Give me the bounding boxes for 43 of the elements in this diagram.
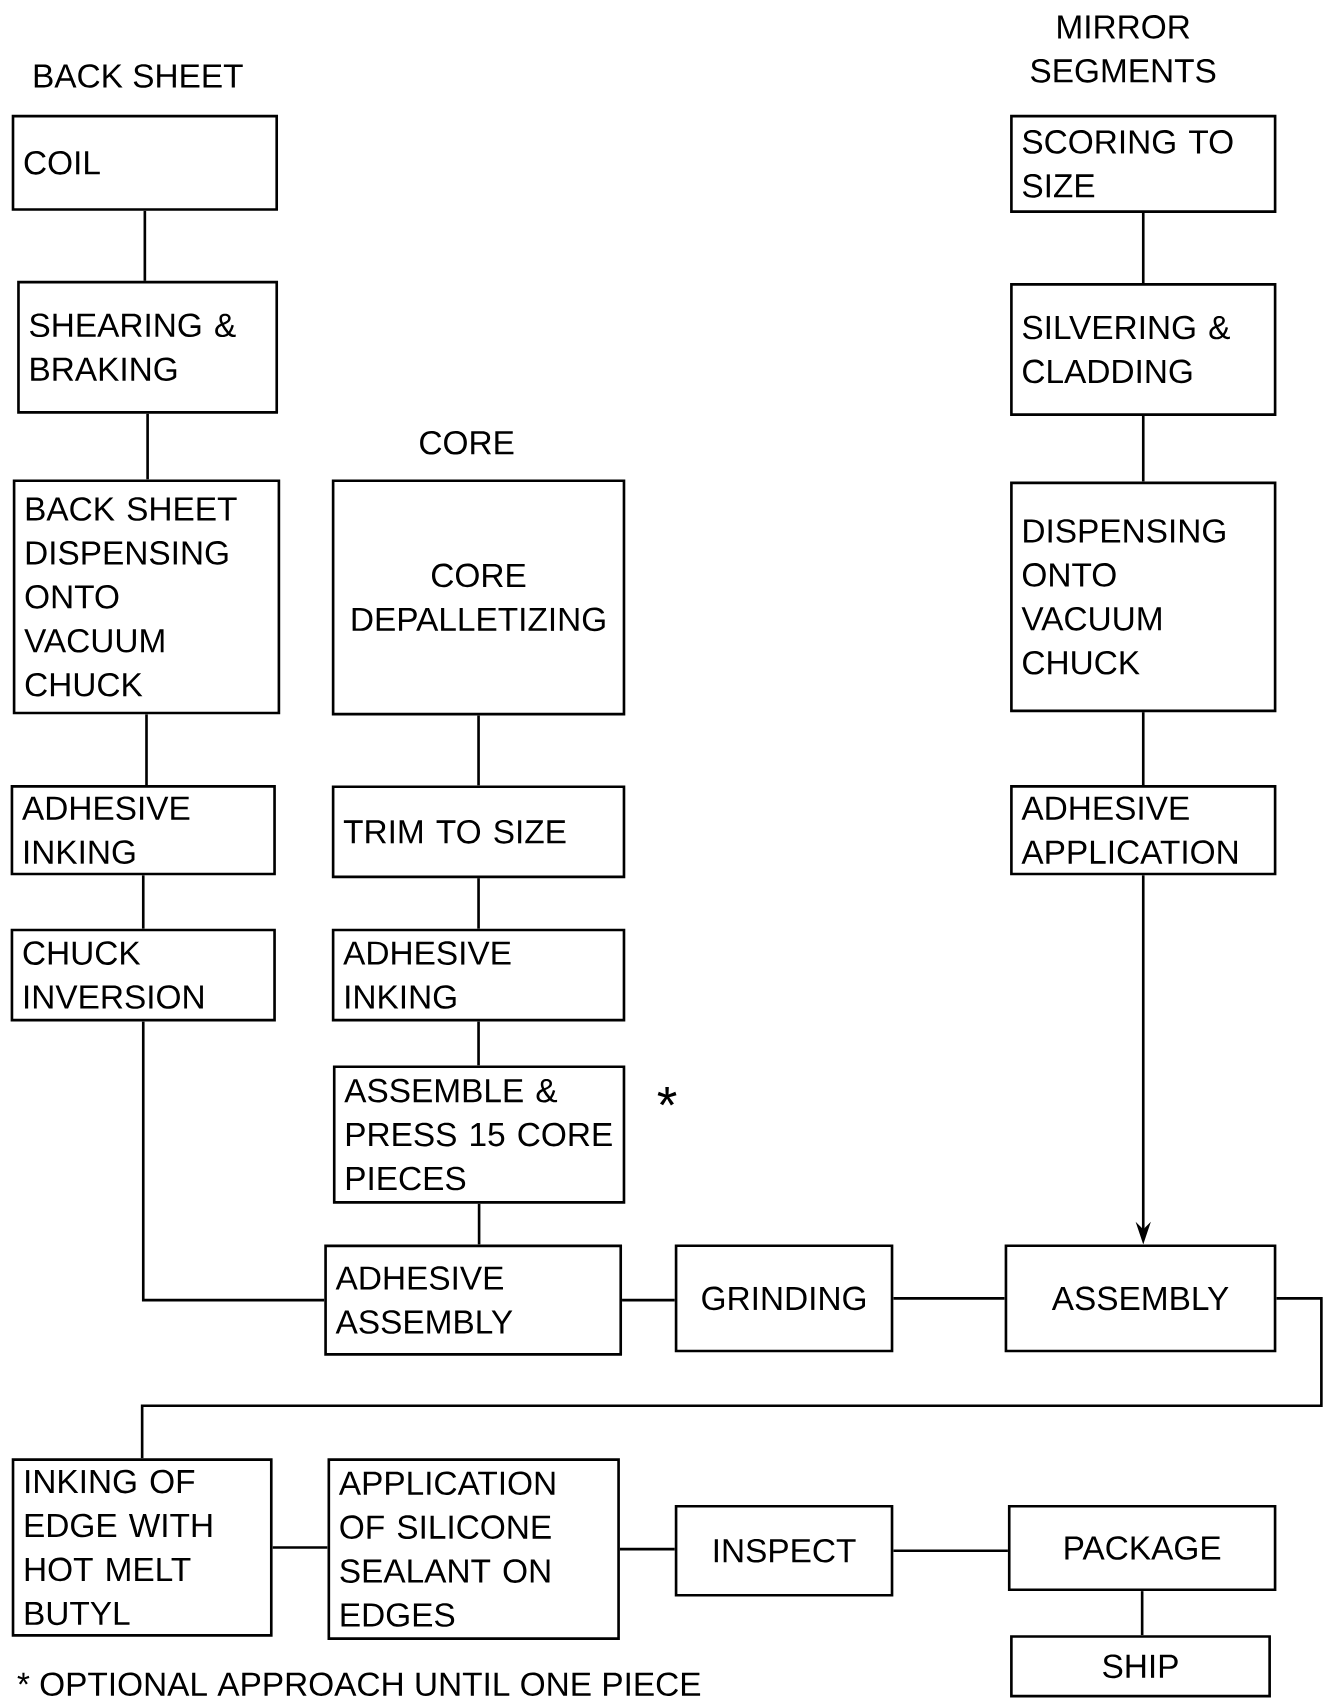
- connector-line: [140, 1297, 1323, 1459]
- connector-line: [893, 1549, 1008, 1553]
- process-box: SCORING TO SIZE: [1010, 114, 1277, 213]
- process-box: SHEARING & BRAKING: [17, 280, 279, 414]
- connector-line: [477, 715, 480, 786]
- connector-line: [477, 1203, 481, 1245]
- connector-line: [141, 1021, 325, 1302]
- footnote: * OPTIONAL APPROACH UNTIL ONE PIECE: [17, 1672, 701, 1697]
- process-box: BACK SHEET DISPENSING ONTO VACUUM CHUCK: [12, 479, 281, 715]
- process-box: INKING OF EDGE WITH HOT MELT BUTYL: [11, 1458, 273, 1637]
- process-box: DISPENSING ONTO VACUUM CHUCK: [1010, 481, 1277, 713]
- connector-line: [272, 1546, 328, 1549]
- connector-line: [141, 875, 145, 929]
- process-box: CHUCK INVERSION: [10, 928, 276, 1022]
- connector-line: [619, 1547, 675, 1551]
- process-box: ADHESIVE ASSEMBLY: [324, 1244, 623, 1356]
- process-box: APPLICATION OF SILICONE SEALANT ON EDGES: [327, 1458, 620, 1640]
- connector-line: [622, 1298, 675, 1302]
- connector-line: [143, 210, 147, 281]
- process-box: GRINDING: [674, 1244, 894, 1353]
- asterisk-note: *: [657, 1086, 677, 1106]
- process-box: ADHESIVE INKING: [10, 785, 276, 876]
- connector-line: [1140, 1591, 1144, 1636]
- connector-line: [477, 878, 480, 929]
- connector-line: [1141, 212, 1145, 284]
- connector-line: [1141, 712, 1145, 786]
- process-box: PACKAGE: [1007, 1504, 1277, 1592]
- connector-line: [477, 1021, 480, 1066]
- connector-line: [1141, 415, 1145, 482]
- process-box: ASSEMBLE & PRESS 15 CORE PIECES: [332, 1065, 626, 1204]
- process-box: INSPECT: [674, 1504, 894, 1597]
- process-box: ADHESIVE APPLICATION: [1010, 785, 1277, 876]
- column-heading: MIRROR SEGMENTS: [1031, 15, 1216, 83]
- process-box: COIL: [11, 114, 278, 211]
- connector-line: [893, 1297, 1005, 1300]
- connector-line: [145, 714, 148, 786]
- process-box: ASSEMBLY: [1004, 1244, 1277, 1353]
- process-box: SILVERING & CLADDING: [1010, 283, 1277, 416]
- process-box: CORE DEPALLETIZING: [331, 479, 626, 716]
- connector-line: [146, 413, 149, 480]
- process-box: TRIM TO SIZE: [331, 785, 626, 879]
- process-box: SHIP: [1010, 1635, 1271, 1698]
- process-box: ADHESIVE INKING: [331, 928, 626, 1022]
